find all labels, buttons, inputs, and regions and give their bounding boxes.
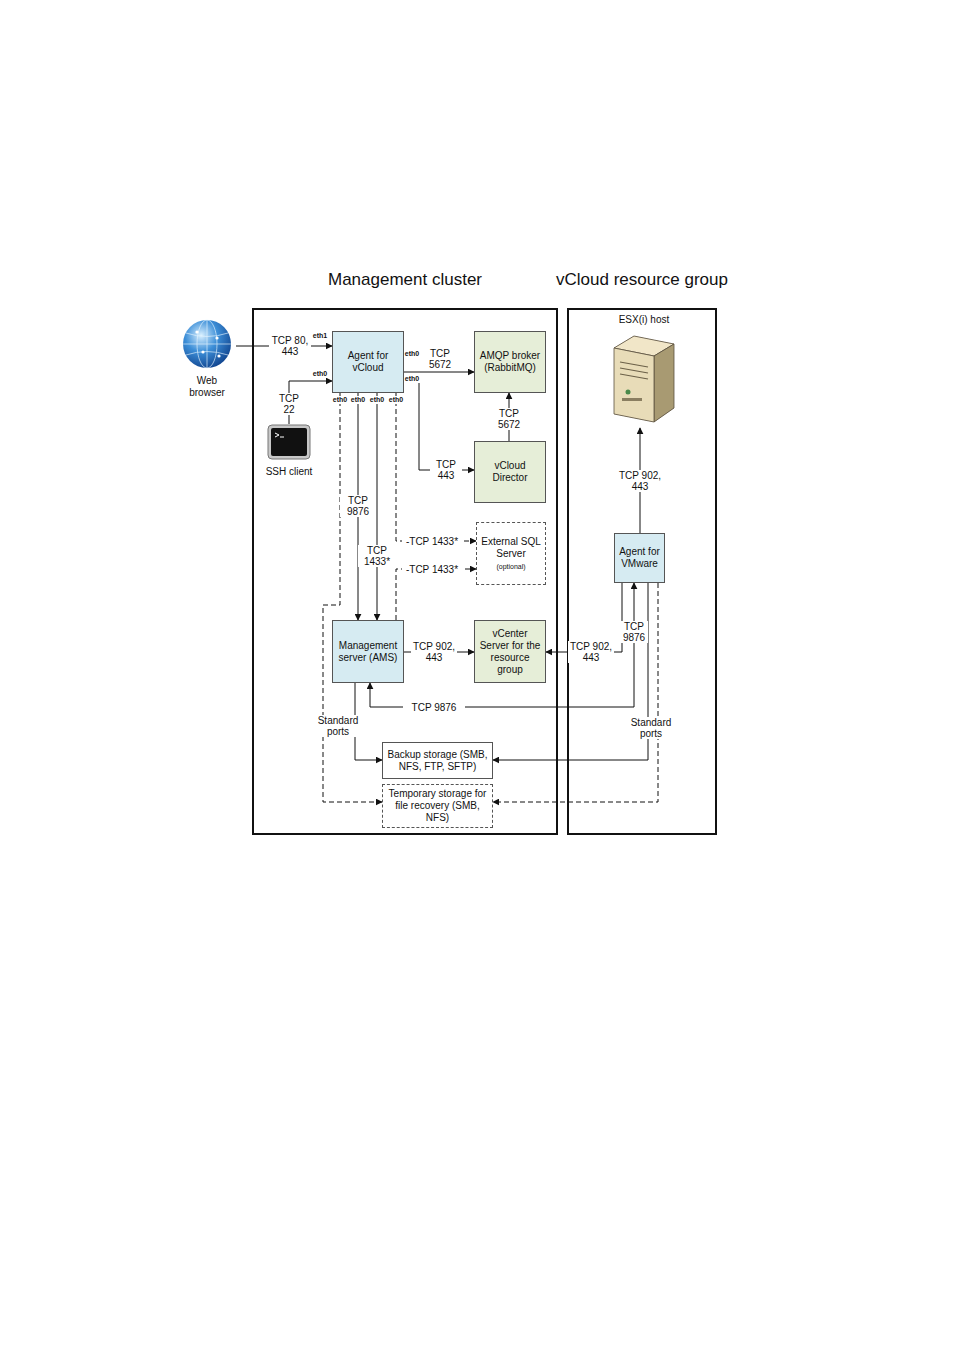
- port-label: Standard ports: [315, 715, 361, 737]
- box-text: Agent for vCloud: [337, 350, 399, 374]
- box-text: vCenter Server for the resource group: [479, 628, 541, 676]
- box-text: vCloud Director: [479, 460, 541, 484]
- region-title: Management cluster: [234, 270, 576, 290]
- connector: [404, 382, 474, 470]
- terminal-picture: [267, 424, 311, 460]
- box-text: External SQL Server: [481, 536, 541, 560]
- port-label: TCP 5672: [422, 348, 458, 370]
- icon-caption: Web browser: [178, 375, 236, 399]
- icon-holder: [604, 330, 676, 427]
- box-text: Management server (AMS): [337, 640, 399, 664]
- storage-box: Backup storage (SMB, NFS, FTP, SFTP): [382, 742, 493, 779]
- port-label: TCP 5672: [491, 408, 527, 430]
- port-label: TCP 902, 443: [568, 641, 614, 663]
- ssh-client-icon: SSH client: [262, 424, 316, 490]
- director-box: vCloud Director: [474, 441, 546, 503]
- icon-holder: [267, 424, 311, 463]
- port-label: TCP 9876: [620, 621, 648, 643]
- interface-label: eth0: [404, 375, 420, 383]
- port-label: -TCP 1433*: [402, 564, 462, 575]
- temp-storage-box: Temporary storage for file recovery (SMB…: [382, 784, 493, 828]
- port-label: -TCP 1433*: [402, 536, 462, 547]
- port-label: TCP 9876: [403, 702, 465, 713]
- connector: [355, 683, 382, 760]
- connector: [370, 583, 634, 707]
- broker-box: AMQP broker (RabbitMQ): [474, 331, 546, 393]
- connector: [358, 393, 359, 620]
- icon-caption: SSH client: [266, 466, 313, 478]
- agent-box: Agent for vCloud: [332, 331, 404, 393]
- box-text: Agent for VMware: [619, 546, 660, 570]
- vcenter-box: vCenter Server for the resource group: [474, 620, 546, 683]
- connector: [404, 652, 474, 653]
- connector: [289, 381, 332, 424]
- dashed-connector: [323, 393, 382, 802]
- agent-box: Agent for VMware: [614, 533, 665, 583]
- port-label: TCP 9876: [340, 495, 376, 517]
- dashed-connector: [396, 569, 476, 620]
- connector: [640, 428, 641, 533]
- dashed-connector: [493, 583, 658, 802]
- server-picture: [604, 330, 676, 424]
- port-label: TCP 902, 443: [411, 641, 457, 663]
- box-text: Backup storage (SMB, NFS, FTP, SFTP): [387, 749, 488, 773]
- esx-host-icon: ESX(i) host: [598, 314, 690, 428]
- connector: [509, 393, 510, 441]
- connector: [404, 372, 474, 373]
- icon-caption: ESX(i) host: [619, 314, 670, 326]
- port-label: TCP 22: [275, 393, 303, 415]
- interface-label: eth0: [404, 350, 420, 358]
- server-box: Management server (AMS): [332, 620, 404, 683]
- port-label: TCP 443: [430, 459, 462, 481]
- box-text: AMQP broker (RabbitMQ): [479, 350, 541, 374]
- resource-group-region: vCloud resource groupESX(i) hostAgent fo…: [567, 308, 717, 835]
- cluster-region: Management clusterAgent for vCloudAMQP b…: [252, 308, 558, 835]
- box-note: (optional): [496, 562, 525, 572]
- box-text: Temporary storage for file recovery (SMB…: [387, 788, 488, 824]
- region-title: vCloud resource group: [549, 270, 735, 290]
- port-label: Standard ports: [628, 717, 674, 739]
- port-label: TCP 1433*: [358, 545, 396, 567]
- dashed-connector: [396, 393, 476, 541]
- globe-picture: [181, 318, 233, 370]
- port-label: TCP 902, 443: [617, 470, 663, 492]
- sql-server-box: External SQL Server (optional): [476, 522, 546, 585]
- connector: [236, 346, 332, 347]
- icon-holder: [181, 318, 233, 373]
- connector: [377, 393, 378, 620]
- interface-label: eth0: [388, 396, 404, 404]
- interface-label: eth0: [369, 396, 385, 404]
- web-browser-icon: Web browser: [178, 318, 236, 404]
- interface-label: eth0: [332, 396, 348, 404]
- interface-label: eth0: [350, 396, 366, 404]
- interface-label: eth1: [312, 332, 328, 340]
- port-label: TCP 80, 443: [269, 335, 311, 357]
- interface-label: eth0: [312, 370, 328, 378]
